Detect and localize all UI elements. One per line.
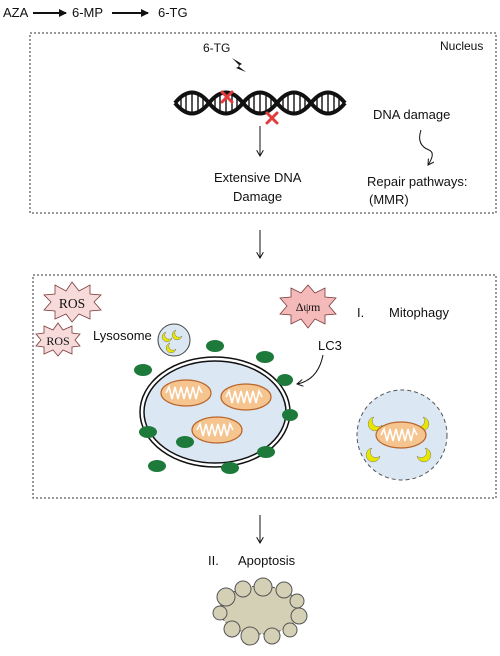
- ros-starburst-large: ROS: [43, 281, 102, 323]
- ros-label-1: ROS: [59, 296, 85, 311]
- lc3-marker-icon: [139, 426, 157, 438]
- lc3-marker-icon: [148, 460, 166, 472]
- lc3-marker-icon: [221, 462, 239, 474]
- ros-label-2: ROS: [46, 334, 69, 348]
- extensive-damage-line1: Extensive DNA: [214, 170, 302, 185]
- dna-helix-icon: [173, 90, 347, 116]
- repair-line1: Repair pathways:: [367, 174, 467, 189]
- mitophagy-number: I.: [357, 305, 364, 320]
- lc3-marker-icon: [282, 409, 298, 421]
- lysosome-label: Lysosome: [93, 328, 152, 343]
- ros-starburst-small: ROS: [35, 322, 81, 357]
- arrow-lc3-to-autophagosome: [297, 354, 324, 384]
- repair-line2: (MMR): [369, 192, 409, 207]
- mitophagy-border: [32, 274, 497, 499]
- nucleus-border: [29, 32, 497, 214]
- aza-label: AZA: [3, 5, 29, 20]
- apoptosis-label: Apoptosis: [238, 553, 296, 568]
- membrane-potential-starburst: Δψm: [279, 284, 337, 329]
- membrane-potential-label: Δψm: [296, 300, 321, 314]
- mitochondrion-icon: [220, 383, 272, 411]
- dna-damage-mark-icon: [265, 111, 279, 125]
- nucleus-drug-label: 6-TG: [203, 41, 230, 55]
- dna-damage-label: DNA damage: [373, 107, 450, 122]
- apoptosis-number: II.: [208, 553, 219, 568]
- metabolic-pathway: AZA 6-MP 6-TG: [3, 5, 188, 20]
- lc3-markers: [134, 340, 298, 474]
- mitophagy-panel: ROS ROS Lysosome Δψm I. Mitophagy LC3: [32, 274, 497, 499]
- autolysosome-icon: [356, 389, 448, 481]
- lc3-marker-icon: [277, 374, 293, 386]
- lightning-icon: [232, 58, 246, 72]
- lc3-marker-icon: [256, 351, 274, 363]
- nucleus-label: Nucleus: [440, 39, 483, 53]
- dna-damage-mark-icon: [220, 90, 234, 104]
- lysosome-icon: [157, 323, 191, 357]
- 6tg-label: 6-TG: [158, 5, 188, 20]
- lc3-marker-icon: [134, 364, 152, 376]
- lc3-marker-icon: [206, 340, 224, 352]
- arrow-to-repair: [419, 129, 433, 165]
- apoptotic-cell-icon: [212, 577, 308, 646]
- 6mp-label: 6-MP: [72, 5, 103, 20]
- lc3-marker-icon: [257, 446, 275, 458]
- lc3-marker-icon: [176, 436, 194, 448]
- mitophagy-label: Mitophagy: [389, 305, 449, 320]
- mitochondrion-icon: [191, 416, 243, 444]
- mitochondrion-icon: [160, 379, 212, 407]
- lc3-label: LC3: [318, 338, 342, 353]
- nucleus-panel: Nucleus 6-TG: [29, 32, 497, 214]
- extensive-damage-line2: Damage: [233, 189, 282, 204]
